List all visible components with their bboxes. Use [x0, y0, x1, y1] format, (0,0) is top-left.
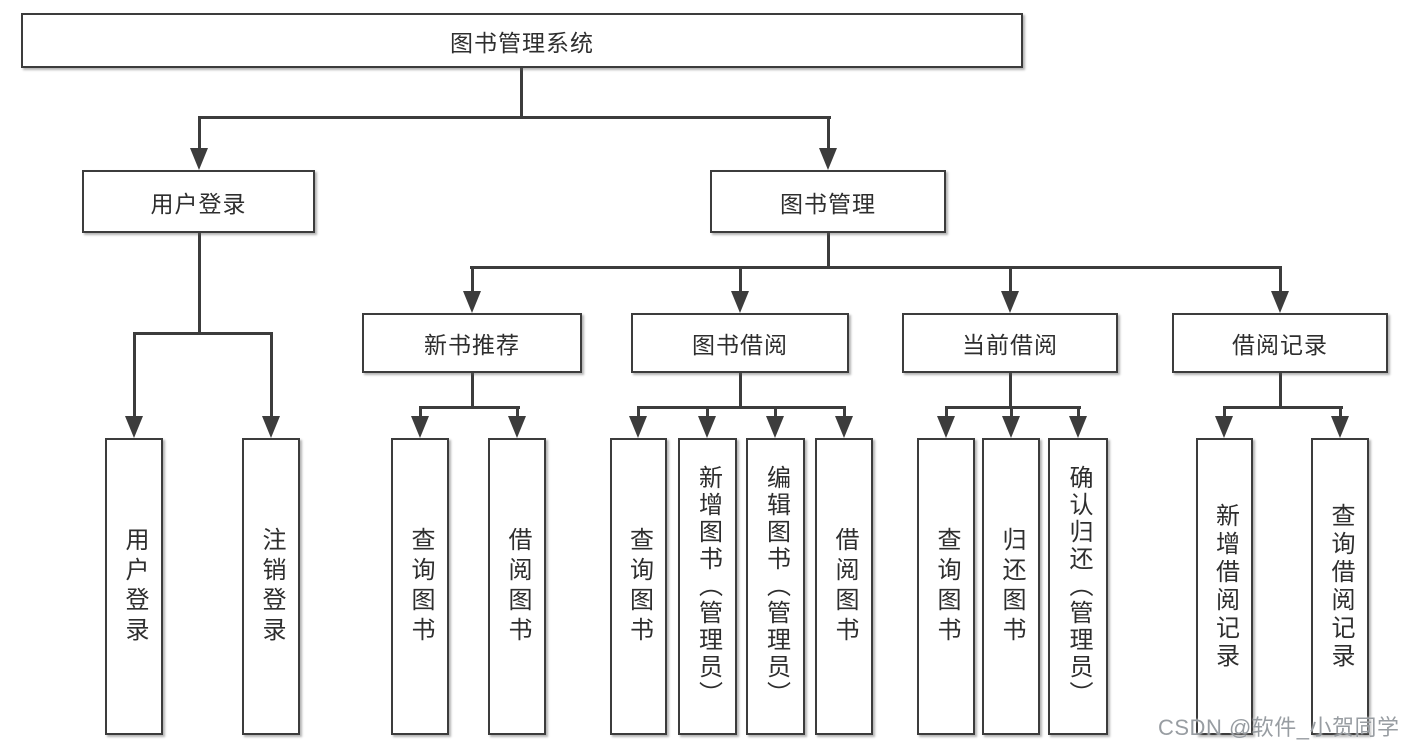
connector — [1009, 266, 1012, 293]
leaf-recommend-borrow-book: 借阅图书 — [488, 438, 546, 735]
arrowhead-icon — [629, 416, 647, 438]
node-user-login: 用户登录 — [82, 170, 315, 233]
node-user-login-label: 用户登录 — [150, 190, 247, 217]
arrowhead-icon — [835, 416, 853, 438]
connector — [706, 406, 709, 418]
arrowhead-icon — [125, 416, 143, 438]
node-borrow-records: 借阅记录 — [1172, 313, 1388, 373]
connector — [1009, 373, 1012, 409]
leaf-recommend-query-book: 查询图书 — [391, 438, 449, 735]
leaf-borrow-query-book-label: 查询图书 — [625, 526, 653, 647]
connector — [198, 116, 831, 119]
node-new-book-recommend-label: 新书推荐 — [424, 332, 520, 358]
arrowhead-icon — [1069, 416, 1087, 438]
node-book-management: 图书管理 — [710, 170, 946, 233]
connector — [945, 406, 948, 418]
connector — [1339, 406, 1342, 418]
leaf-borrow-book-label: 借阅图书 — [831, 526, 858, 647]
connector — [1077, 406, 1080, 418]
leaf-add-borrow-record: 新增借阅记录 — [1196, 438, 1253, 735]
leaf-query-borrow-record: 查询借阅记录 — [1311, 438, 1369, 735]
arrowhead-icon — [1215, 416, 1233, 438]
leaf-query-borrow-record-label: 查询借阅记录 — [1327, 502, 1354, 671]
node-current-borrow-label: 当前借阅 — [962, 332, 1058, 358]
node-borrow-records-label: 借阅记录 — [1232, 332, 1328, 358]
connector — [516, 406, 519, 418]
connector — [198, 233, 201, 334]
connector — [1223, 406, 1226, 418]
connector — [419, 406, 520, 409]
leaf-recommend-borrow-book-label: 借阅图书 — [504, 526, 531, 647]
leaf-recommend-query-book-label: 查询图书 — [407, 526, 434, 647]
leaf-add-borrow-record-label: 新增借阅记录 — [1211, 502, 1239, 671]
csdn-watermark: CSDN @软件_小贺同学 — [1158, 715, 1400, 740]
leaf-logout-label: 注销登录 — [258, 526, 285, 647]
node-book-borrow: 图书借阅 — [631, 313, 849, 373]
node-new-book-recommend: 新书推荐 — [362, 313, 582, 373]
connector — [1010, 406, 1013, 418]
arrowhead-icon — [1271, 291, 1289, 313]
arrowhead-icon — [698, 416, 716, 438]
arrowhead-icon — [190, 148, 208, 170]
connector — [774, 406, 777, 418]
connector — [739, 373, 742, 409]
arrowhead-icon — [766, 416, 784, 438]
connector — [133, 332, 136, 418]
leaf-confirm-return-admin-label: 确认归还（管理员） — [1065, 465, 1092, 708]
leaf-user-login-label: 用户登录 — [121, 526, 148, 647]
arrowhead-icon — [1001, 291, 1019, 313]
node-current-borrow: 当前借阅 — [902, 313, 1118, 373]
connector — [520, 68, 523, 118]
arrowhead-icon — [731, 291, 749, 313]
connector — [270, 332, 273, 418]
leaf-edit-book-admin-label: 编辑图书（管理员） — [762, 465, 790, 708]
arrowhead-icon — [1331, 416, 1349, 438]
connector — [739, 266, 742, 293]
connector — [471, 373, 474, 409]
leaf-borrow-query-book: 查询图书 — [610, 438, 667, 735]
leaf-add-book-admin: 新增图书（管理员） — [678, 438, 737, 735]
connector — [1279, 266, 1282, 293]
leaf-return-book: 归还图书 — [982, 438, 1040, 735]
connector — [945, 406, 1081, 409]
connector — [133, 332, 273, 335]
node-root: 图书管理系统 — [21, 13, 1023, 68]
connector — [419, 406, 422, 418]
leaf-logout: 注销登录 — [242, 438, 300, 735]
node-book-management-label: 图书管理 — [780, 190, 876, 217]
connector — [843, 406, 846, 418]
arrowhead-icon — [819, 148, 837, 170]
arrowhead-icon — [411, 416, 429, 438]
connector — [827, 116, 830, 150]
leaf-edit-book-admin: 编辑图书（管理员） — [746, 438, 805, 735]
arrowhead-icon — [262, 416, 280, 438]
leaf-current-query-book-label: 查询图书 — [933, 526, 960, 647]
node-root-label: 图书管理系统 — [450, 29, 594, 56]
arrowhead-icon — [937, 416, 955, 438]
leaf-current-query-book: 查询图书 — [917, 438, 975, 735]
leaf-add-book-admin-label: 新增图书（管理员） — [694, 465, 722, 708]
connector — [471, 266, 474, 293]
connector — [637, 406, 846, 409]
arrowhead-icon — [508, 416, 526, 438]
connector — [827, 233, 830, 268]
node-book-borrow-label: 图书借阅 — [692, 332, 788, 358]
connector — [198, 116, 201, 150]
connector — [637, 406, 640, 418]
leaf-confirm-return-admin: 确认归还（管理员） — [1048, 438, 1108, 735]
leaf-user-login: 用户登录 — [105, 438, 163, 735]
leaf-return-book-label: 归还图书 — [998, 526, 1025, 647]
connector — [1223, 406, 1343, 409]
arrowhead-icon — [1002, 416, 1020, 438]
arrowhead-icon — [463, 291, 481, 313]
connector — [470, 266, 1281, 269]
connector — [1279, 373, 1282, 409]
leaf-borrow-book: 借阅图书 — [815, 438, 873, 735]
